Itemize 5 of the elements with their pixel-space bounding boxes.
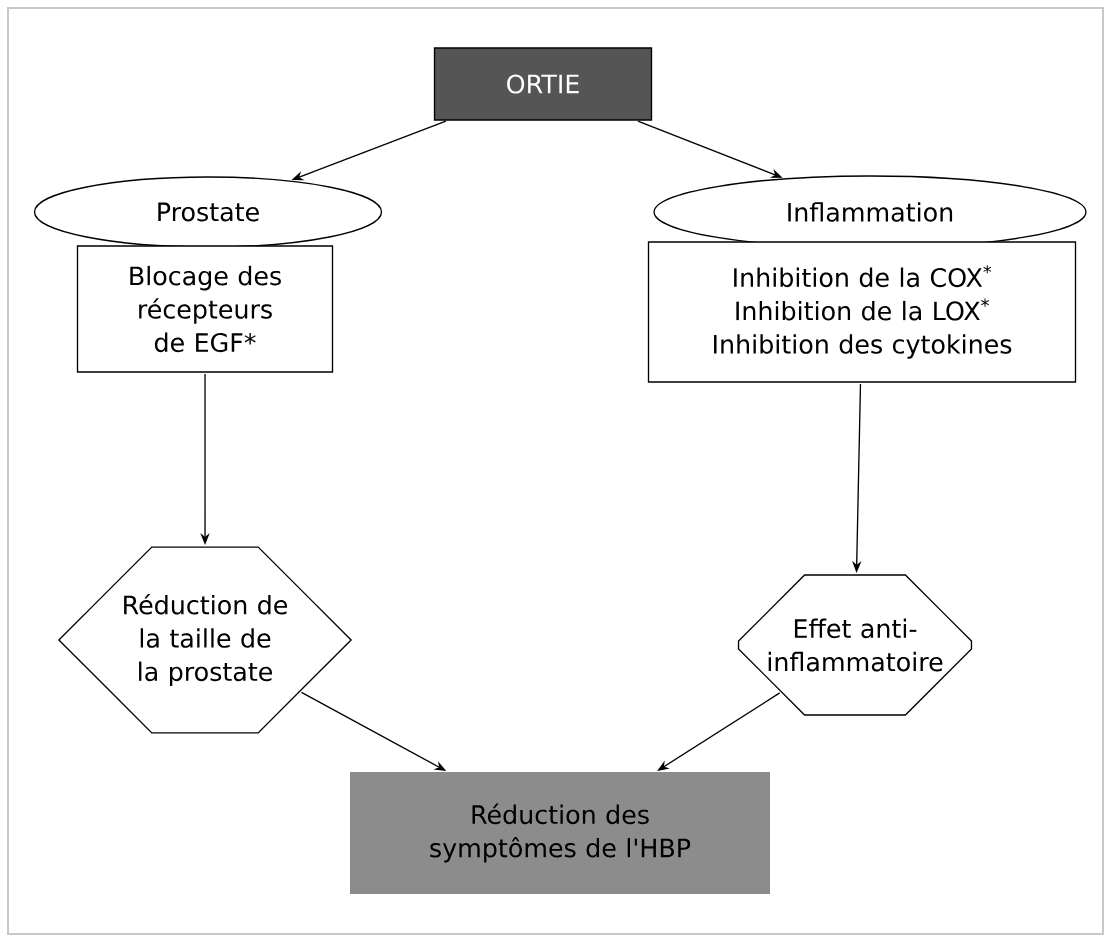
- title-box: ORTIE: [433, 47, 653, 121]
- outcome-box: Réduction des symptômes de l'HBP: [350, 772, 770, 894]
- mechanism-box: Blocage des récepteurs de EGF*: [76, 245, 334, 373]
- mechanism-box: Inhibition de la COX$^{*}$ Inhibition de la LOX$^{*}$ Inhibition des cytokines: [647, 241, 1077, 383]
- effect-octagon: Effet anti-inflammatoire: [737, 574, 973, 716]
